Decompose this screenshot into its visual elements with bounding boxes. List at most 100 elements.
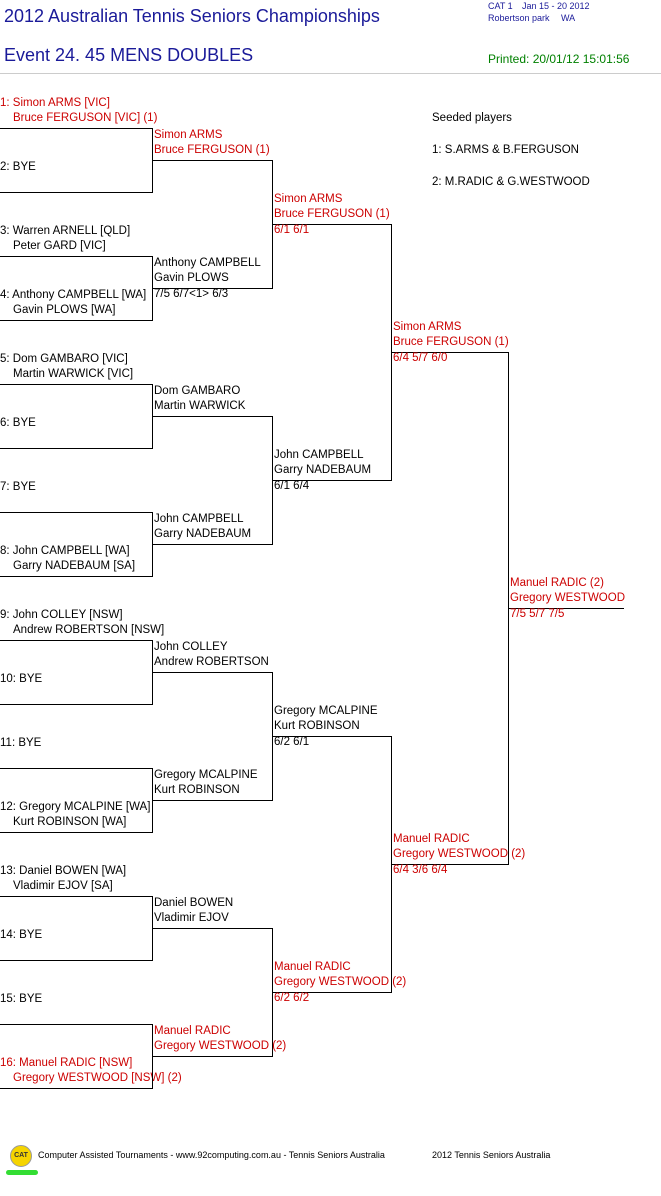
round1-line <box>0 768 152 769</box>
round3-winner-a: Manuel RADIC <box>274 961 351 973</box>
round1-entry-player-a: 8: John CAMPBELL [WA] <box>0 545 130 557</box>
round1-entry-player-a: 3: Warren ARNELL [QLD] <box>0 225 131 237</box>
header-divider <box>0 73 661 74</box>
round2-winner-a: Dom GAMBARO <box>154 385 241 397</box>
round3-winner-a: Simon ARMS <box>274 193 343 205</box>
round1-entry-player-a: 16: Manuel RADIC [NSW] <box>0 1057 133 1069</box>
round1-entry-player-a: 1: Simon ARMS [VIC] <box>0 97 110 109</box>
round4-score: 6/4 5/7 6/0 <box>393 352 448 364</box>
round2-line <box>152 1056 272 1057</box>
round2-winner-b: Garry NADEBAUM <box>154 528 252 540</box>
seeded-title: Seeded players <box>432 112 512 124</box>
round1-entry-player-a: 4: Anthony CAMPBELL [WA] <box>0 289 147 301</box>
round1-entry-player-b: Kurt ROBINSON [WA] <box>13 816 127 828</box>
round2-line <box>152 544 272 545</box>
round3-score: 6/1 6/1 <box>274 224 310 236</box>
round1-line <box>0 384 152 385</box>
round2-line <box>152 288 272 289</box>
round1-line <box>0 704 152 705</box>
round2-winner-a: Simon ARMS <box>154 129 223 141</box>
cat-logo: CAT <box>10 1145 32 1167</box>
round1-line <box>0 1088 152 1089</box>
round1-entry-player-b: Gavin PLOWS [WA] <box>13 304 116 316</box>
final-line <box>508 608 624 609</box>
round2-winner-b: Martin WARWICK <box>154 400 246 412</box>
round1-line <box>0 192 152 193</box>
round2-winner-a: Anthony CAMPBELL <box>154 257 261 269</box>
round2-score: 7/5 6/7<1> 6/3 <box>154 288 229 300</box>
round1-line <box>0 320 152 321</box>
round1-entry-player-a: 13: Daniel BOWEN [WA] <box>0 865 127 877</box>
round1-entry-player-a: 2: BYE <box>0 161 36 173</box>
round1-entry-player-b: Peter GARD [VIC] <box>13 240 106 252</box>
round3-winner-b: Garry NADEBAUM <box>274 464 372 476</box>
round2-winner-a: John CAMPBELL <box>154 513 244 525</box>
round1-entry-player-a: 12: Gregory MCALPINE [WA] <box>0 801 151 813</box>
round1-line <box>0 640 152 641</box>
footer-credit: Computer Assisted Tournaments - www.92co… <box>38 1150 385 1160</box>
round1-line <box>0 512 152 513</box>
round2-line <box>152 800 272 801</box>
round1-entry-player-a: 10: BYE <box>0 673 43 685</box>
category-label: CAT 1 <box>488 1 513 11</box>
venue-label: Robertson park <box>488 13 550 23</box>
round2-line <box>152 416 272 417</box>
round4-score: 6/4 3/6 6/4 <box>393 864 448 876</box>
round2-line <box>152 672 272 673</box>
champion-player-a: Manuel RADIC (2) <box>510 577 604 589</box>
round1-line <box>0 576 152 577</box>
round1-entry-player-a: 11: BYE <box>0 737 42 749</box>
round3-winner-b: Bruce FERGUSON (1) <box>274 208 390 220</box>
round1-line <box>0 256 152 257</box>
round3-winner-b: Gregory WESTWOOD (2) <box>274 976 407 988</box>
state-label: WA <box>561 13 576 23</box>
round1-entry-player-b: Martin WARWICK [VIC] <box>13 368 134 380</box>
final-score: 7/5 5/7 7/5 <box>510 608 565 620</box>
round1-line <box>0 832 152 833</box>
round4-winner-a: Simon ARMS <box>393 321 462 333</box>
round3-line <box>272 992 391 993</box>
round1-line <box>0 896 152 897</box>
round2-line <box>152 160 272 161</box>
championship-title: 2012 Australian Tennis Seniors Champions… <box>4 6 380 26</box>
round2-winner-a: Gregory MCALPINE <box>154 769 258 781</box>
round2-winner-b: Kurt ROBINSON <box>154 784 240 796</box>
round2-winner-a: John COLLEY <box>154 641 228 653</box>
round4-winner-a: Manuel RADIC <box>393 833 470 845</box>
round2-winner-b: Gregory WESTWOOD (2) <box>154 1040 287 1052</box>
round4-winner-b: Bruce FERGUSON (1) <box>393 336 509 348</box>
round1-entry-player-a: 5: Dom GAMBARO [VIC] <box>0 353 128 365</box>
event-dates: Jan 15 - 20 2012 <box>522 1 590 11</box>
round3-score: 6/2 6/1 <box>274 736 310 748</box>
round2-winner-a: Daniel BOWEN <box>154 897 234 909</box>
logo-underline <box>6 1170 38 1175</box>
round1-entry-player-a: 9: John COLLEY [NSW] <box>0 609 123 621</box>
round4-line <box>391 352 508 353</box>
round3-winner-a: Gregory MCALPINE <box>274 705 378 717</box>
round1-entry-player-b: Vladimir EJOV [SA] <box>13 880 113 892</box>
round1-entry-player-b: Andrew ROBERTSON [NSW] <box>13 624 165 636</box>
footer-copyright: 2012 Tennis Seniors Australia <box>432 1150 551 1160</box>
round1-entry-player-a: 15: BYE <box>0 993 43 1005</box>
round1-entry-player-a: 14: BYE <box>0 929 43 941</box>
printed-timestamp: Printed: 20/01/12 15:01:56 <box>488 52 630 66</box>
round2-winner-b: Vladimir EJOV <box>154 912 229 924</box>
round4-line <box>391 864 508 865</box>
seeded-item: 2: M.RADIC & G.WESTWOOD <box>432 176 590 188</box>
round1-line <box>0 960 152 961</box>
round3-winner-a: John CAMPBELL <box>274 449 364 461</box>
round1-entry-player-a: 7: BYE <box>0 481 36 493</box>
seeded-item: 1: S.ARMS & B.FERGUSON <box>432 144 579 156</box>
round3-line <box>272 480 391 481</box>
round3-line <box>272 736 391 737</box>
round3-winner-b: Kurt ROBINSON <box>274 720 360 732</box>
round2-winner-b: Gavin PLOWS <box>154 272 229 284</box>
round1-line <box>0 1024 152 1025</box>
round1-line <box>0 448 152 449</box>
round3-line <box>272 224 391 225</box>
champion-player-b: Gregory WESTWOOD <box>510 592 626 604</box>
round1-entry-player-b: Garry NADEBAUM [SA] <box>13 560 136 572</box>
round1-entry-player-a: 6: BYE <box>0 417 36 429</box>
round3-score: 6/1 6/4 <box>274 480 310 492</box>
round3-score: 6/2 6/2 <box>274 992 310 1004</box>
